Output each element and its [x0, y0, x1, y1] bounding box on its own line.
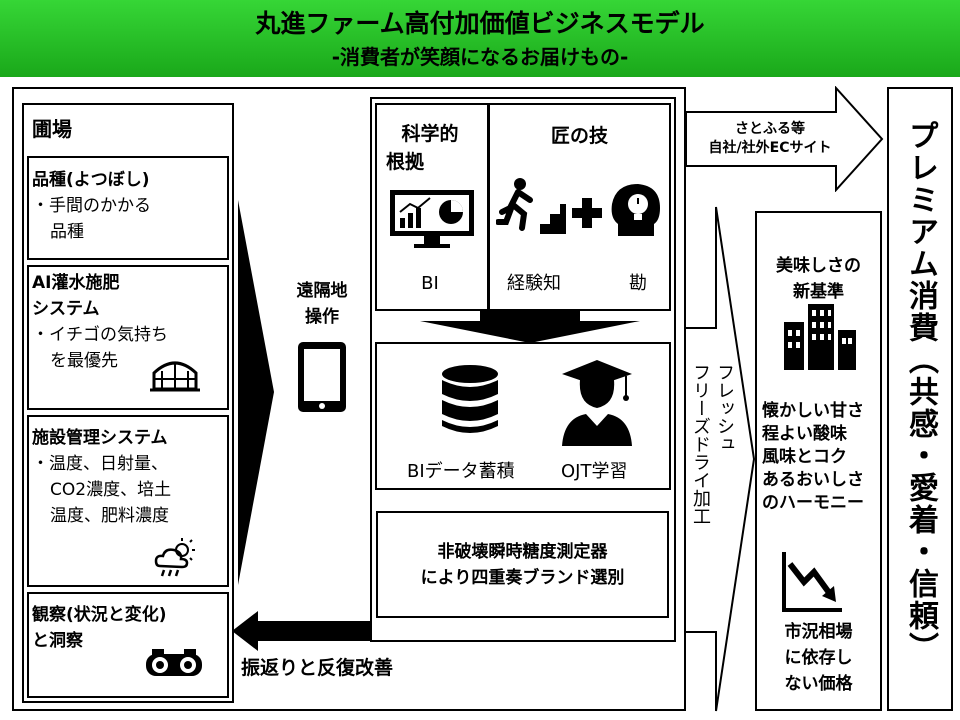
- observe-line1: 観察(状況と変化): [32, 605, 167, 625]
- market-line2: に依存し: [784, 648, 853, 668]
- ai-title1: AI灌水施肥: [32, 273, 120, 293]
- experience-label: 経験知: [507, 273, 561, 294]
- facility-line1: ・温度、日射量、: [32, 454, 168, 474]
- ai-title2: システム: [32, 299, 100, 319]
- facility-line2: CO2濃度、培土: [50, 480, 172, 500]
- knowledge-down-arrow: [420, 311, 640, 343]
- freeze-line2: フリーズドライ加工: [690, 363, 711, 525]
- page-subtitle: -消費者が笑顔になるお届けもの-: [331, 45, 629, 69]
- taste-title1: 美味しさの: [776, 256, 861, 276]
- header-banner: [0, 0, 960, 77]
- taste-line2: 程よい酸味: [762, 424, 847, 444]
- feedback-arrow: [232, 611, 372, 651]
- down-trend-icon: [782, 552, 842, 612]
- feedback-label: 振返りと反復改善: [241, 657, 394, 679]
- idea-head-icon: [611, 184, 660, 236]
- observe-line2: と洞察: [32, 631, 83, 651]
- remote-line1: 遠隔地: [296, 281, 348, 301]
- variety-box: [27, 156, 229, 260]
- graduate-icon: [562, 360, 632, 446]
- variety-title: 品種(よつぼし): [32, 170, 150, 190]
- bi-data-label: BIデータ蓄積: [407, 461, 515, 482]
- greenhouse-icon: [150, 361, 200, 392]
- sales-arrow: [686, 86, 884, 192]
- weather-icon: [154, 538, 195, 577]
- market-line3: ない価格: [784, 674, 853, 694]
- page-title: 丸進ファーム高付加価値ビジネスモデル: [255, 9, 705, 38]
- intuition-label: 勘: [629, 273, 647, 294]
- facility-line3: 温度、肥料濃度: [50, 506, 169, 526]
- plus-icon: [572, 198, 602, 228]
- database-icon: [442, 365, 498, 433]
- climber-icon: [496, 178, 566, 234]
- premium-label: プレミアム消費（共感・愛着・信頼）: [903, 120, 938, 664]
- tablet-icon: [298, 342, 346, 412]
- taste-line5: のハーモニー: [762, 493, 864, 513]
- variety-line2: 品種: [50, 222, 84, 242]
- ai-line1: ・イチゴの気持ち: [32, 325, 168, 345]
- building-icon: [784, 304, 856, 370]
- variety-line1: ・手間のかかる: [32, 196, 151, 216]
- taste-line1: 懐かしい甘さ: [762, 401, 864, 421]
- sales-line2: 自社/社外ECサイト: [708, 140, 832, 156]
- sales-line1: さとふる等: [735, 121, 805, 137]
- ojt-label: OJT学習: [561, 461, 628, 482]
- craft-title: 匠の技: [550, 125, 608, 147]
- taste-title2: 新基準: [793, 282, 844, 302]
- bi-label: BI: [421, 273, 439, 294]
- science-line1: 科学的: [401, 123, 459, 145]
- freeze-dry-arrow: [686, 206, 756, 712]
- premium-panel: [887, 87, 953, 711]
- dashboard-icon: [390, 190, 474, 248]
- science-line2: 根拠: [386, 151, 425, 173]
- facility-box: [27, 415, 229, 587]
- data-box: [375, 342, 671, 490]
- taste-line3: 風味とコク: [762, 447, 847, 467]
- taste-line4: あるおいしさ: [762, 470, 864, 490]
- measure-line2: により四重奏ブランド選別: [420, 568, 625, 588]
- market-line1: 市況相場: [784, 622, 853, 642]
- taste-panel: [755, 211, 882, 711]
- field-title: 圃場: [32, 117, 72, 141]
- ai-line2: を最優先: [50, 351, 118, 371]
- measure-line1: 非破壊瞬時糖度測定器: [437, 542, 608, 562]
- binoculars-icon: [146, 649, 202, 676]
- measure-box: [376, 511, 669, 618]
- field-to-center-arrow: [238, 200, 274, 585]
- observe-box: [27, 592, 229, 698]
- facility-title: 施設管理システム: [32, 428, 168, 448]
- freeze-line1: フレッシュ: [714, 363, 735, 453]
- remote-line2: 操作: [305, 307, 339, 327]
